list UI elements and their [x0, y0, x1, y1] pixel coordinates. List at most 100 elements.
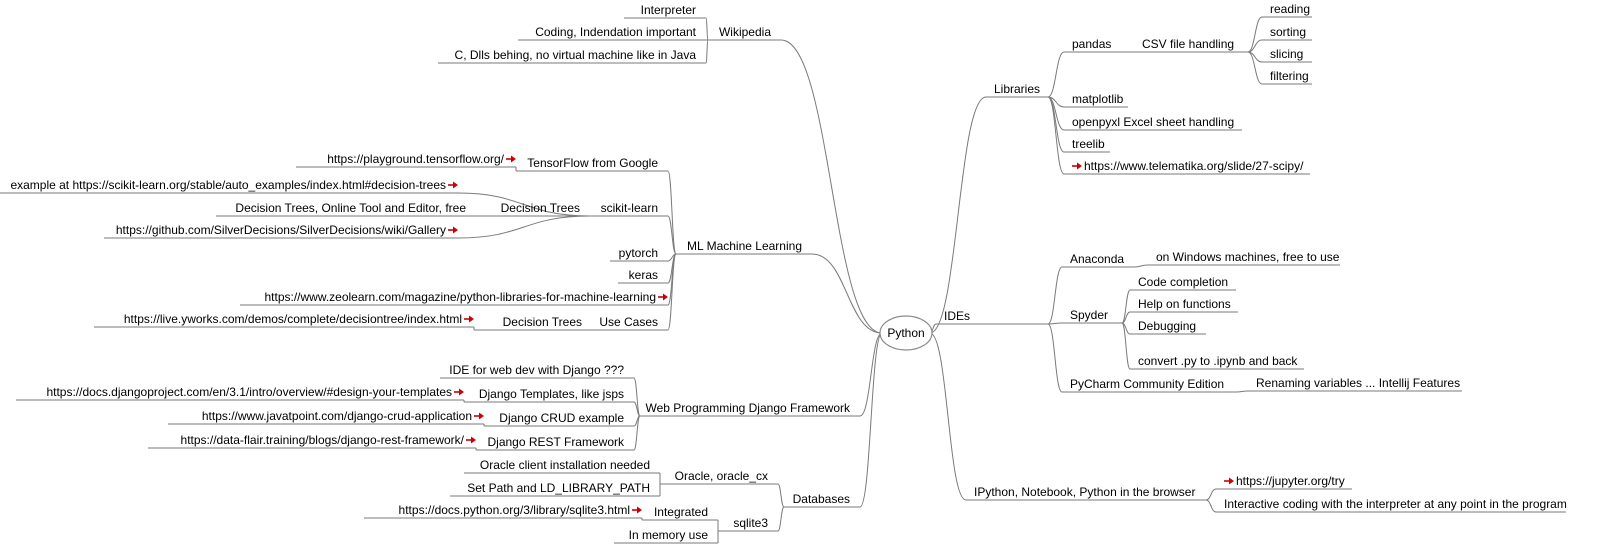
link-arrow-icon[interactable]	[448, 226, 458, 234]
n-convert-label: convert .py to .ipynb and back	[1138, 354, 1298, 368]
link-arrow-icon[interactable]	[1072, 162, 1082, 170]
edge	[859, 332, 883, 508]
n-scipy-label[interactable]: https://www.telematika.org/slide/27-scip…	[1084, 159, 1304, 173]
root-node-label: Python	[887, 326, 924, 340]
edge	[667, 170, 677, 255]
edge	[457, 215, 591, 239]
n-use-url-label[interactable]: https://live.yworks.com/demos/complete/d…	[124, 312, 462, 326]
node-underlines	[0, 16, 1566, 544]
n-integ-label: Integrated	[654, 505, 708, 519]
n-ml-label: ML Machine Learning	[687, 239, 802, 253]
n-pytorch-label: pytorch	[619, 246, 658, 260]
n-djt-url-label[interactable]: https://docs.djangoproject.com/en/3.1/in…	[46, 385, 452, 399]
n-rest-label: Django REST Framework	[488, 435, 625, 449]
mindmap-edges	[457, 16, 1263, 543]
n-db-label: Databases	[793, 492, 850, 506]
edge	[777, 483, 785, 508]
edge	[777, 506, 785, 532]
link-arrow-icon[interactable]	[464, 315, 474, 323]
n-pandas-label: pandas	[1072, 37, 1111, 51]
n-crud-label: Django CRUD example	[499, 411, 624, 425]
link-arrow-icon[interactable]	[506, 155, 516, 163]
n-coding-label: Coding, Indendation important	[535, 25, 696, 39]
n-anaconda-win-label: on Windows machines, free to use	[1156, 250, 1340, 264]
n-tf-url-label[interactable]: https://playground.tensorflow.org/	[327, 152, 504, 166]
edge	[1047, 51, 1065, 98]
n-reading-label: reading	[1270, 2, 1310, 16]
n-help-label: Help on functions	[1138, 297, 1231, 311]
n-use-label: Use Cases	[599, 315, 658, 329]
n-rest-url-label[interactable]: https://data-flair.training/blogs/django…	[181, 433, 465, 447]
n-interactive-label: Interactive coding with the interpreter …	[1224, 497, 1567, 511]
n-keras-label: keras	[629, 268, 658, 282]
link-arrow-icon[interactable]	[448, 181, 458, 189]
link-arrow-icon[interactable]	[632, 506, 642, 514]
n-zeo-label[interactable]: https://www.zeolearn.com/magazine/python…	[264, 290, 656, 304]
edge	[1205, 499, 1217, 513]
edge	[705, 17, 709, 41]
n-rename-label: Renaming variables ... Intellij Features	[1256, 376, 1460, 390]
edge	[1047, 96, 1065, 153]
n-ora-path-label: Set Path and LD_LIBRARY_PATH	[467, 481, 650, 495]
n-sqlite-url-label[interactable]: https://docs.python.org/3/library/sqlite…	[399, 503, 630, 517]
n-debug-label: Debugging	[1138, 319, 1196, 333]
n-interp-label: Interpreter	[641, 3, 696, 17]
link-arrow-icon[interactable]	[454, 388, 464, 396]
edge	[667, 253, 677, 331]
edge	[1133, 264, 1149, 268]
edge	[633, 377, 641, 417]
n-cdlls-label: C, Dlls behing, no virtual machine like …	[455, 48, 697, 62]
edge	[633, 415, 641, 451]
n-use-dt-label: Decision Trees	[503, 315, 582, 329]
n-inmem-label: In memory use	[629, 528, 709, 542]
n-filtering-label: filtering	[1270, 69, 1309, 83]
n-ipython-label: IPython, Notebook, Python in the browser	[974, 485, 1195, 499]
n-openpyxl-label: openpyxl Excel sheet handling	[1072, 115, 1234, 129]
n-sk-dt-label: Decision Trees	[501, 201, 580, 215]
link-arrow-icon[interactable]	[474, 412, 484, 420]
n-matplotlib-label: matplotlib	[1072, 92, 1124, 106]
n-sk-dt-tool-label: Decision Trees, Online Tool and Editor, …	[235, 201, 466, 215]
n-sk-ex-label[interactable]: example at https://scikit-learn.org/stab…	[10, 178, 446, 192]
edge	[1047, 266, 1063, 325]
n-jupyter-label[interactable]: https://jupyter.org/try	[1236, 474, 1345, 488]
n-sk-dt-url-label[interactable]: https://github.com/SilverDecisions/Silve…	[116, 223, 446, 237]
n-crud-url-label[interactable]: https://www.javatpoint.com/django-crud-a…	[202, 409, 472, 423]
edge	[705, 39, 709, 64]
edge	[667, 215, 677, 255]
edge	[1047, 322, 1063, 325]
edge	[780, 39, 883, 334]
root-node-oval	[879, 315, 933, 351]
edge	[457, 192, 591, 217]
n-ora-client-label: Oracle client installation needed	[480, 458, 650, 472]
n-pycharm-label: PyCharm Community Edition	[1070, 377, 1224, 391]
root-node[interactable]: Python	[879, 315, 933, 351]
n-djt-label: Django Templates, like jsps	[479, 387, 624, 401]
edge	[1121, 322, 1131, 370]
n-treelib-label: treelib	[1072, 137, 1105, 151]
n-ides-label: IDEs	[944, 309, 970, 323]
link-arrow-icon[interactable]	[466, 436, 476, 444]
edge	[929, 96, 987, 334]
edge	[1247, 39, 1263, 53]
n-sorting-label: sorting	[1270, 25, 1306, 39]
link-arrows	[448, 155, 1234, 514]
edge	[811, 253, 883, 334]
edge	[1047, 323, 1063, 393]
edge	[859, 332, 883, 417]
edge	[929, 332, 967, 501]
n-slicing-label: slicing	[1270, 47, 1303, 61]
edge	[1047, 96, 1065, 175]
n-anaconda-label: Anaconda	[1070, 252, 1124, 266]
n-spyder-label: Spyder	[1070, 308, 1108, 322]
n-wiki-label: Wikipedia	[719, 25, 771, 39]
edge	[1121, 311, 1131, 324]
link-arrow-icon[interactable]	[1224, 477, 1234, 485]
edge	[1247, 16, 1263, 53]
n-libs-label: Libraries	[994, 82, 1040, 96]
n-sqlite-label: sqlite3	[733, 516, 768, 530]
link-arrow-icon[interactable]	[658, 293, 668, 301]
edge	[1235, 390, 1249, 393]
